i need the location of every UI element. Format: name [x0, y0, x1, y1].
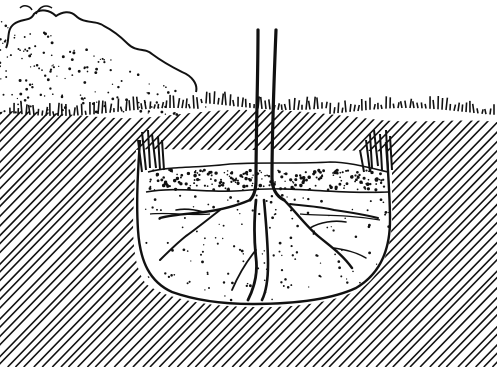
planting-pit-mask	[133, 149, 392, 307]
bush-outline	[6, 6, 196, 92]
